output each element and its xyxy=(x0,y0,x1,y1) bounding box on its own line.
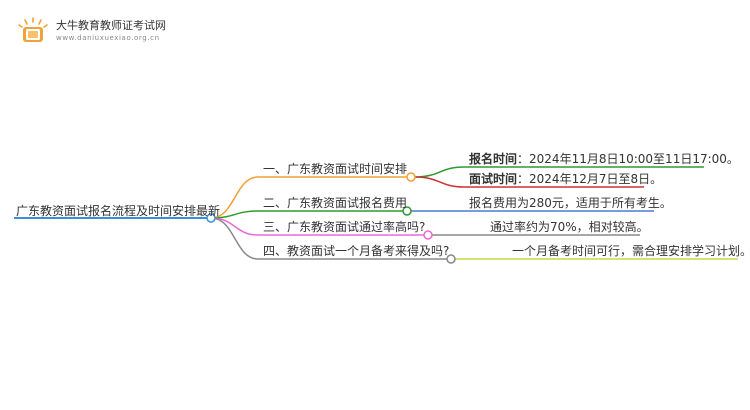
branch-1-label[interactable]: 一、广东教资面试时间安排 xyxy=(263,162,408,176)
interview-time-key: 面试时间 xyxy=(469,172,518,186)
interview-time-sep: ： xyxy=(517,172,530,186)
fee-node[interactable]: 报名费用为280元，适用于所有考生。 xyxy=(469,196,672,210)
registration-time-node[interactable]: 报名时间：2024年11月8日10:00至11日17:00。 xyxy=(469,151,739,167)
branch-3-label[interactable]: 三、广东教资面试通过率高吗? xyxy=(263,220,426,234)
branch-2-label[interactable]: 二、广东教资面试报名费用 xyxy=(263,196,408,210)
edge-branch-1-child-2 xyxy=(414,176,644,188)
site-name: 大牛教育教师证考试网 xyxy=(56,19,166,32)
branch-4-label[interactable]: 四、教资面试一个月备考来得及吗? xyxy=(263,244,450,258)
branch-2-node-dot xyxy=(402,206,412,216)
prep-time-node[interactable]: 一个月备考时间可行，需合理安排学习计划。 xyxy=(512,244,750,258)
registration-time-sep: ： xyxy=(517,152,530,166)
site-url: www.daniuxuexiao.org.cn xyxy=(56,34,160,42)
pass-rate-node[interactable]: 通过率约为70%，相对较高。 xyxy=(490,220,649,234)
registration-time-key: 报名时间 xyxy=(469,152,518,166)
registration-time-value: 2024年11月8日10:00至11日17:00。 xyxy=(529,152,739,166)
book-logo-icon xyxy=(14,16,52,46)
edge-root-branch-1 xyxy=(210,176,411,219)
branch-4-node-dot xyxy=(446,254,456,264)
mindmap-root[interactable]: 广东教资面试报名流程及时间安排最新 xyxy=(16,204,221,218)
interview-time-value: 2024年12月7日至8日。 xyxy=(529,172,663,186)
edge-root-branch-4 xyxy=(210,217,451,260)
edge-root-branch-2 xyxy=(210,210,407,219)
site-logo[interactable]: 大牛教育教师证考试网 www.daniuxuexiao.org.cn xyxy=(14,16,166,46)
branch-1-node-dot xyxy=(406,172,416,182)
interview-time-node[interactable]: 面试时间：2024年12月7日至8日。 xyxy=(469,171,662,187)
root-node-dot xyxy=(206,213,216,223)
branch-3-node-dot xyxy=(423,230,433,240)
